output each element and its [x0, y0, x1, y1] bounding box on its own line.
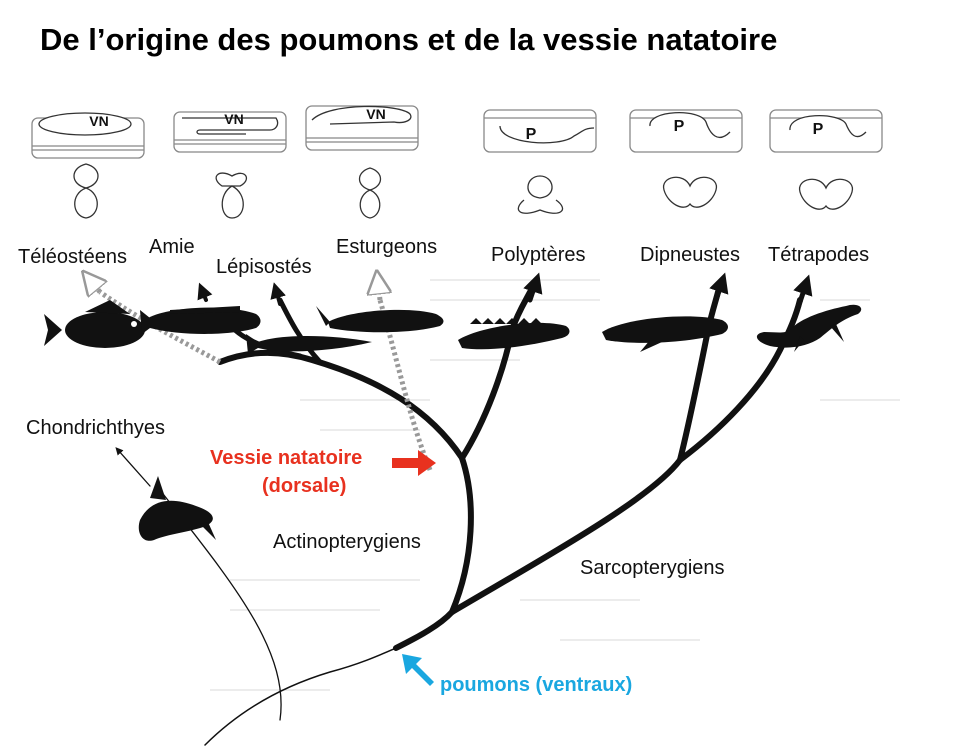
lung-diagram-tetrapodes [769, 109, 883, 210]
fish-silhouettes [44, 300, 862, 541]
p-label-tetrapodes: P [813, 121, 824, 138]
taxon-label-polypteres: Polyptères [491, 244, 586, 266]
arrow-lepisostes [270, 282, 286, 306]
branch-sarcopterygiens [449, 457, 683, 615]
arrow-chondrichthyes [115, 447, 151, 487]
p-label-polypteres: P [526, 126, 537, 143]
taxon-label-chondrichthyes: Chondrichthyes [26, 417, 165, 439]
branch-actinopterygiens [449, 455, 474, 615]
p-label-dipneustes: P [674, 118, 685, 135]
lung-diagram-dipneustes [629, 109, 743, 208]
branch-dipneustes [677, 289, 721, 463]
annotation-vessie-line2: (dorsale) [262, 475, 346, 497]
clade-label-actinopterygiens: Actinopterygiens [273, 531, 421, 553]
arrow-amie [197, 282, 213, 302]
trunk-osteichthyes [393, 609, 455, 651]
clade-label-sarcopterygiens: Sarcopterygiens [580, 557, 725, 579]
fish-teleosteen [44, 300, 145, 348]
lung-diagram-polypteres [483, 109, 597, 214]
arrow-teleosteens [90, 280, 100, 292]
fish-esturgeon [314, 306, 444, 338]
vn-label-teleosteens: VN [89, 113, 108, 129]
arrow-dipneustes [709, 272, 729, 303]
taxon-label-amie: Amie [149, 236, 195, 258]
taxon-label-esturgeons: Esturgeons [336, 236, 437, 258]
fish-amie [140, 306, 261, 334]
background-text-lines [210, 279, 900, 691]
annotation-poumons: poumons (ventraux) [440, 674, 632, 696]
arrow-tetrapodes [793, 274, 813, 305]
fish-dipneuste [602, 316, 728, 352]
branch-polypteres [459, 289, 533, 461]
figure-title: De l’origine des poumons et de la vessie… [40, 22, 777, 57]
vn-label-esturgeons: VN [366, 106, 385, 122]
arrow-polypteres [523, 272, 543, 303]
root-lineage [204, 647, 397, 746]
branch-actinopteri [217, 349, 465, 461]
taxon-label-dipneustes: Dipneustes [640, 244, 740, 266]
taxon-label-teleosteens: Téléostéens [18, 246, 127, 268]
vn-label-amie: VN [224, 111, 243, 127]
taxon-label-tetrapodes: Tétrapodes [768, 244, 869, 266]
arrow-esturgeons [378, 282, 380, 301]
swim-bladder-diagram-teleosteens [31, 112, 145, 219]
fish-chondrichthyen [138, 476, 216, 541]
taxon-label-lepisostes: Lépisostés [216, 256, 312, 278]
arrow-vessie-natatoire [392, 450, 436, 476]
fish-tetrapode [756, 304, 862, 352]
swim-bladder-diagram-amie [173, 111, 287, 219]
branch-tetrapodes [677, 297, 803, 463]
swim-bladder-diagram-esturgeons [305, 105, 419, 219]
fish-polyptere [458, 318, 570, 350]
annotation-vessie-line1: Vessie natatoire [210, 447, 362, 469]
branch-lepisostes [277, 297, 323, 365]
arrow-poumons [402, 654, 434, 686]
fish-lepisoste [246, 334, 372, 354]
